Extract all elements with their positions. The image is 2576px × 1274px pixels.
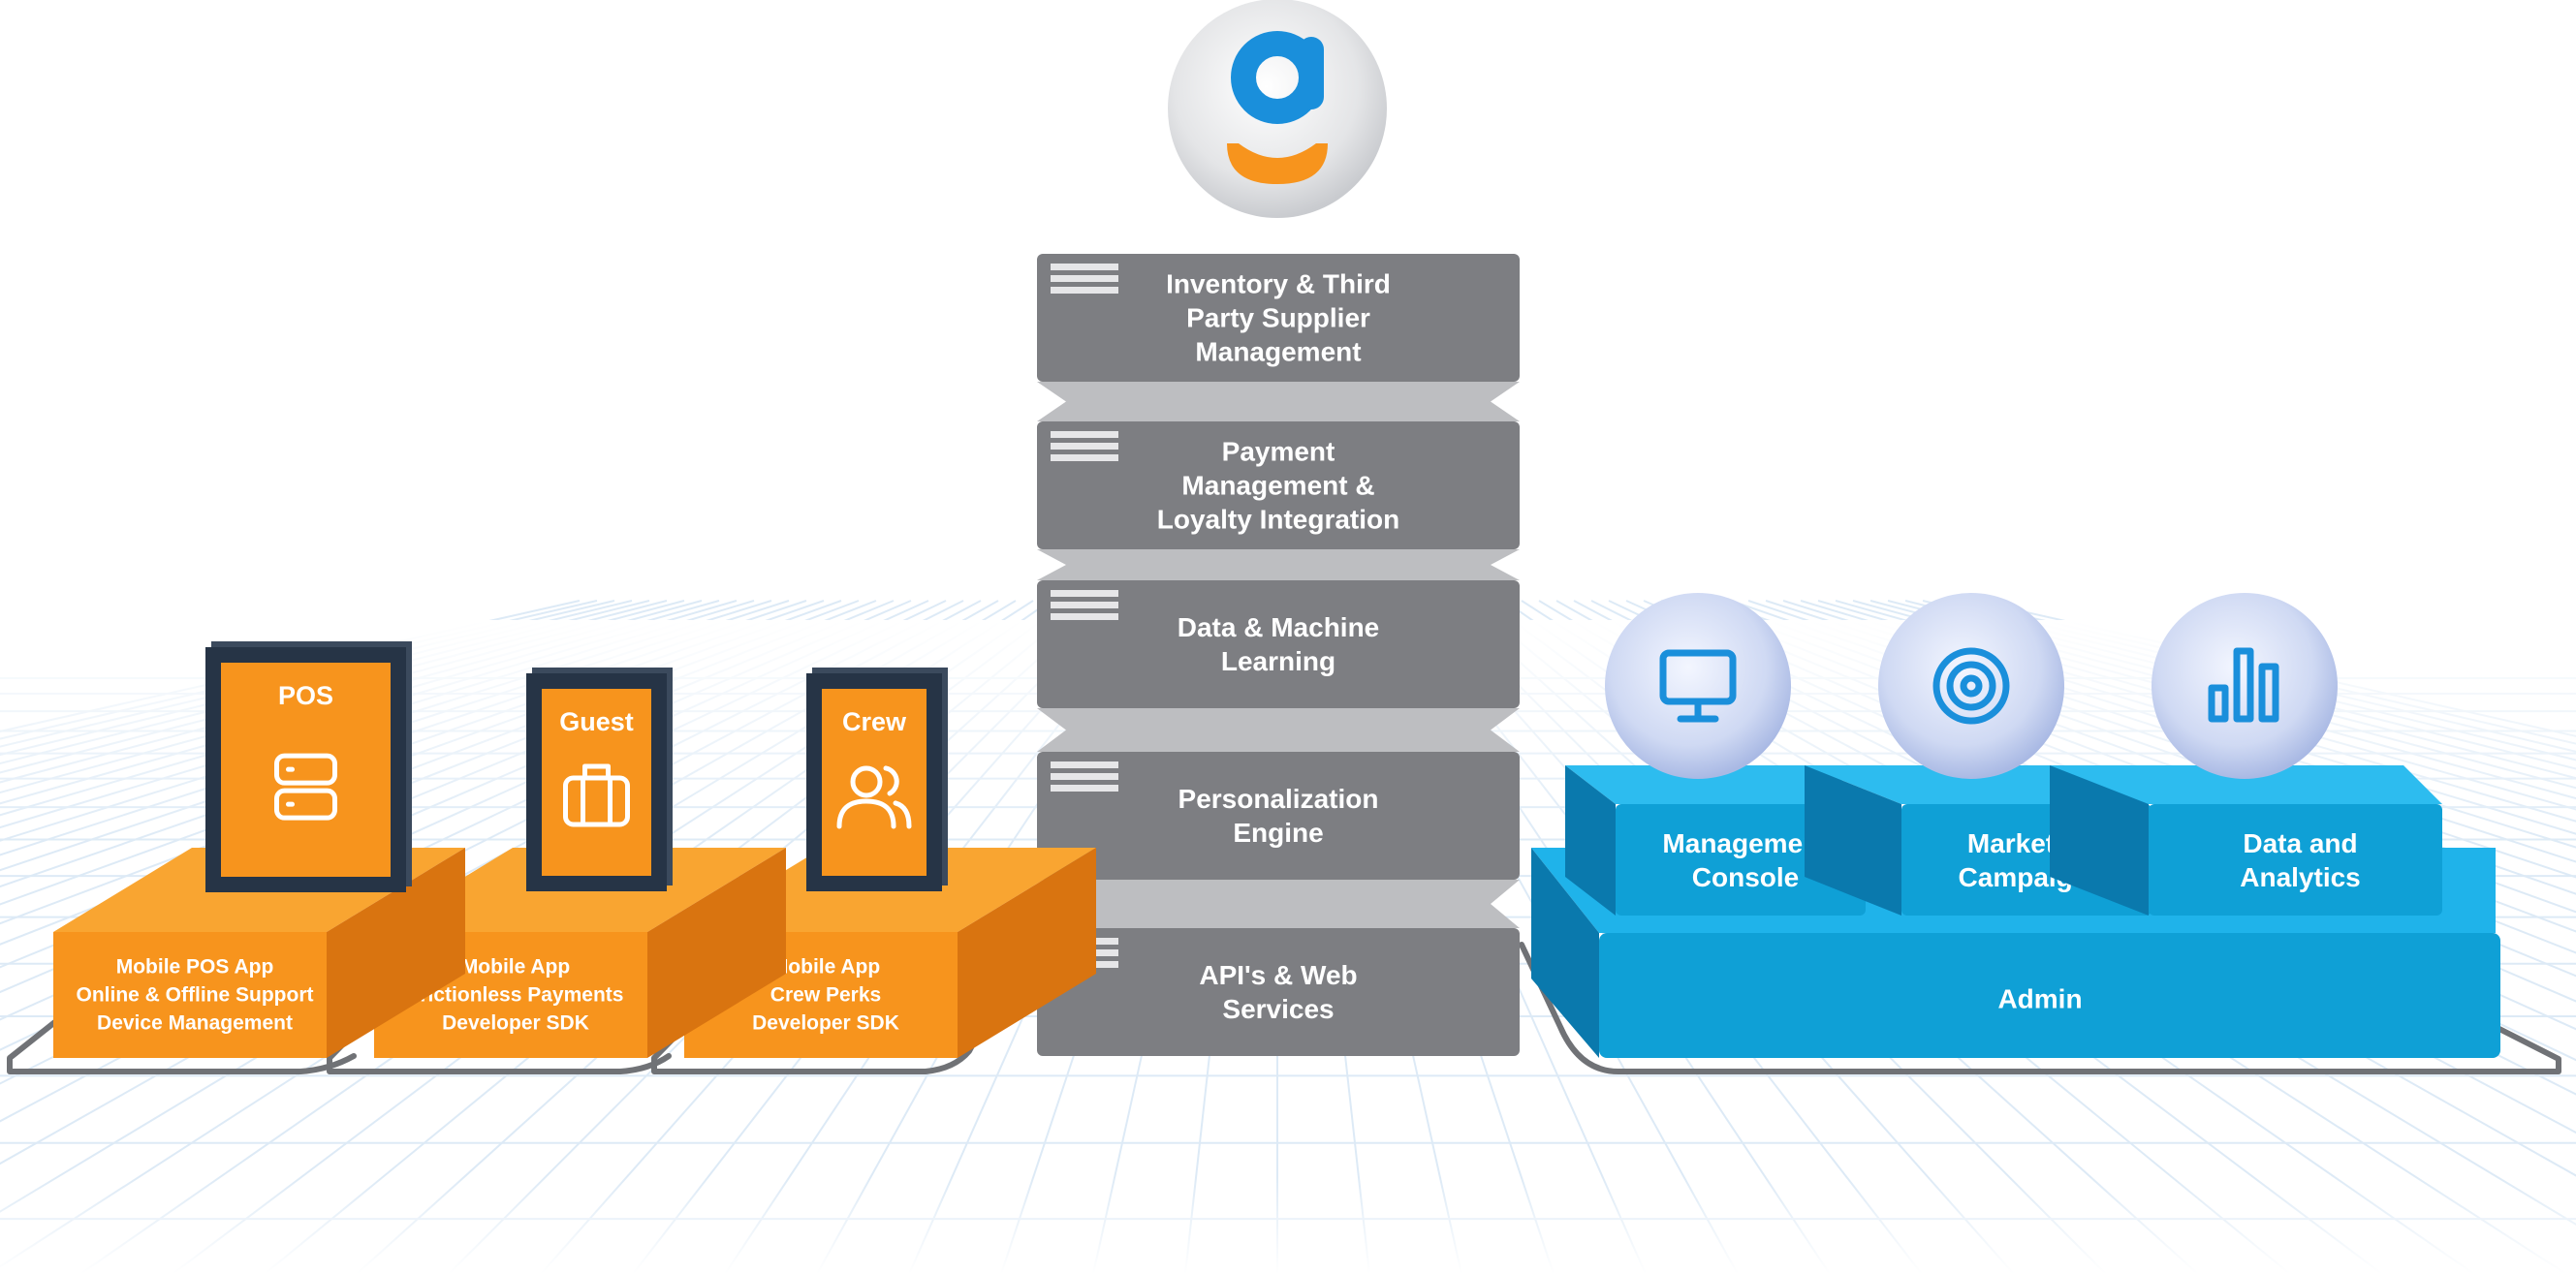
menu-icon — [1051, 264, 1118, 294]
device-guest: Guest — [526, 668, 673, 891]
sphere — [2152, 593, 2338, 779]
admin-base-side — [1531, 848, 1599, 1058]
stack-connector — [1037, 382, 1520, 421]
platform-feature-text: Developer SDK — [442, 1012, 589, 1035]
device-title: Guest — [559, 707, 634, 736]
g-logo-icon — [1227, 31, 1328, 184]
stack-layer-label: Personalization — [1178, 784, 1379, 814]
stack-connector — [1037, 880, 1520, 928]
platform-side — [958, 848, 1096, 1058]
device-crew: Crew — [806, 668, 948, 891]
module-sphere — [1605, 593, 1791, 779]
platform-feature-text: Mobile App — [771, 956, 880, 979]
menu-icon — [1051, 761, 1118, 792]
module-top — [1565, 765, 1866, 804]
module-sphere — [1878, 593, 2064, 779]
device-screen — [542, 689, 651, 876]
server-icon — [274, 753, 337, 821]
stack-layer-label: Loyalty Integration — [1157, 504, 1399, 534]
module-label: Console — [1692, 862, 1799, 892]
admin-platform: AdminManagementConsoleMarketingCampaigns… — [1531, 593, 2500, 1058]
stack-layer-label: Payment — [1222, 436, 1335, 466]
menu-icon — [1051, 431, 1118, 461]
device-title: Crew — [842, 707, 907, 736]
platform-feature-text: Mobile App — [461, 956, 570, 979]
platform-feature-text: Frictionless Payments — [408, 984, 624, 1007]
platform-feature-text: Developer SDK — [752, 1012, 899, 1035]
stack-layer-label: Services — [1222, 994, 1334, 1024]
module-front — [1616, 804, 1866, 916]
stack-layer-label: Learning — [1221, 646, 1335, 676]
logo — [1168, 0, 1387, 218]
stack-layer-label: Management & — [1181, 470, 1374, 500]
platform-feature-text: Mobile POS App — [116, 956, 274, 979]
platform-feature-text: Crew Perks — [770, 984, 881, 1007]
module-front — [2149, 804, 2442, 916]
module-sphere — [2152, 593, 2338, 779]
stack-layer-label: Inventory & Third — [1166, 268, 1391, 298]
device-pos: POS — [205, 641, 412, 892]
device-screen — [221, 663, 391, 877]
stack-connector — [1037, 708, 1520, 752]
admin-label: Admin — [1997, 983, 2082, 1013]
target-icon — [1932, 647, 2010, 725]
module-label: Management — [1662, 828, 1828, 858]
platform-front — [53, 932, 327, 1058]
module-side — [1565, 765, 1616, 916]
stack-layer-box — [1037, 254, 1520, 382]
sphere — [1878, 593, 2064, 779]
module-side — [1805, 765, 1901, 916]
connector-cables — [7, 927, 2561, 1074]
platform-side — [647, 848, 786, 1058]
stack-layer-label: Data & Machine — [1178, 612, 1380, 642]
stack-layer-box — [1037, 752, 1520, 880]
module-top — [2050, 765, 2442, 804]
device-screen — [822, 689, 927, 876]
stack-layer-label: Management — [1195, 336, 1361, 366]
briefcase-icon — [563, 763, 630, 827]
stack-connector — [1037, 549, 1520, 580]
sphere — [1605, 593, 1791, 779]
stack-layer-label: API's & Web — [1199, 960, 1357, 990]
menu-icon — [1051, 590, 1118, 620]
platform-feature-text: Online & Offline Support — [77, 984, 314, 1007]
platform-feature-text: Device Management — [97, 1012, 293, 1035]
stack-layer-label: Party Supplier — [1186, 302, 1370, 332]
admin-base-front — [1599, 933, 2500, 1058]
stack-layer-box — [1037, 928, 1520, 1056]
stack-layer-box — [1037, 580, 1520, 708]
platform-side — [327, 848, 465, 1058]
module-side — [2050, 765, 2149, 916]
module-label: Analytics — [2240, 862, 2361, 892]
users-icon — [836, 765, 912, 829]
bar-chart-icon — [2208, 647, 2279, 723]
monitor-icon — [1659, 649, 1737, 723]
module-label: Data and — [2243, 828, 2357, 858]
stack-layer-label: Engine — [1233, 818, 1323, 848]
device-title: POS — [278, 681, 333, 710]
stack-layer-box — [1037, 421, 1520, 549]
